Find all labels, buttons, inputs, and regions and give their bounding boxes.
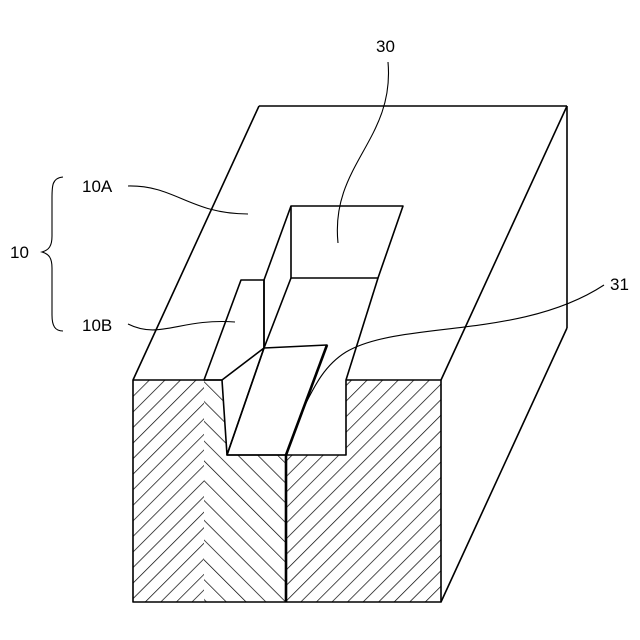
- fin-10B: [204, 280, 264, 380]
- trench-left-wall-edge: [264, 206, 291, 280]
- leader-30: [337, 62, 388, 243]
- block-top-left-edge: [133, 106, 259, 380]
- label-10B: 10B: [82, 316, 112, 335]
- label-10: 10: [10, 243, 29, 262]
- label-30: 30: [376, 37, 395, 56]
- step-face: [227, 345, 327, 455]
- label-31: 31: [610, 275, 629, 294]
- front-section-10B: [204, 380, 286, 602]
- front-section-left: [133, 380, 204, 602]
- label-10A: 10A: [82, 177, 113, 196]
- block-right-bottom-edge: [441, 328, 567, 602]
- trench-back-wall: [291, 206, 403, 278]
- brace-10: [42, 177, 63, 331]
- leader-10B: [128, 322, 235, 330]
- front-section-right: [286, 380, 441, 602]
- leader-10A: [128, 186, 248, 214]
- block-top-right-edge: [441, 106, 567, 380]
- trench-floor-left-edge: [264, 278, 291, 348]
- seam-31: [286, 345, 327, 455]
- trench-floor-right-edge: [346, 278, 378, 380]
